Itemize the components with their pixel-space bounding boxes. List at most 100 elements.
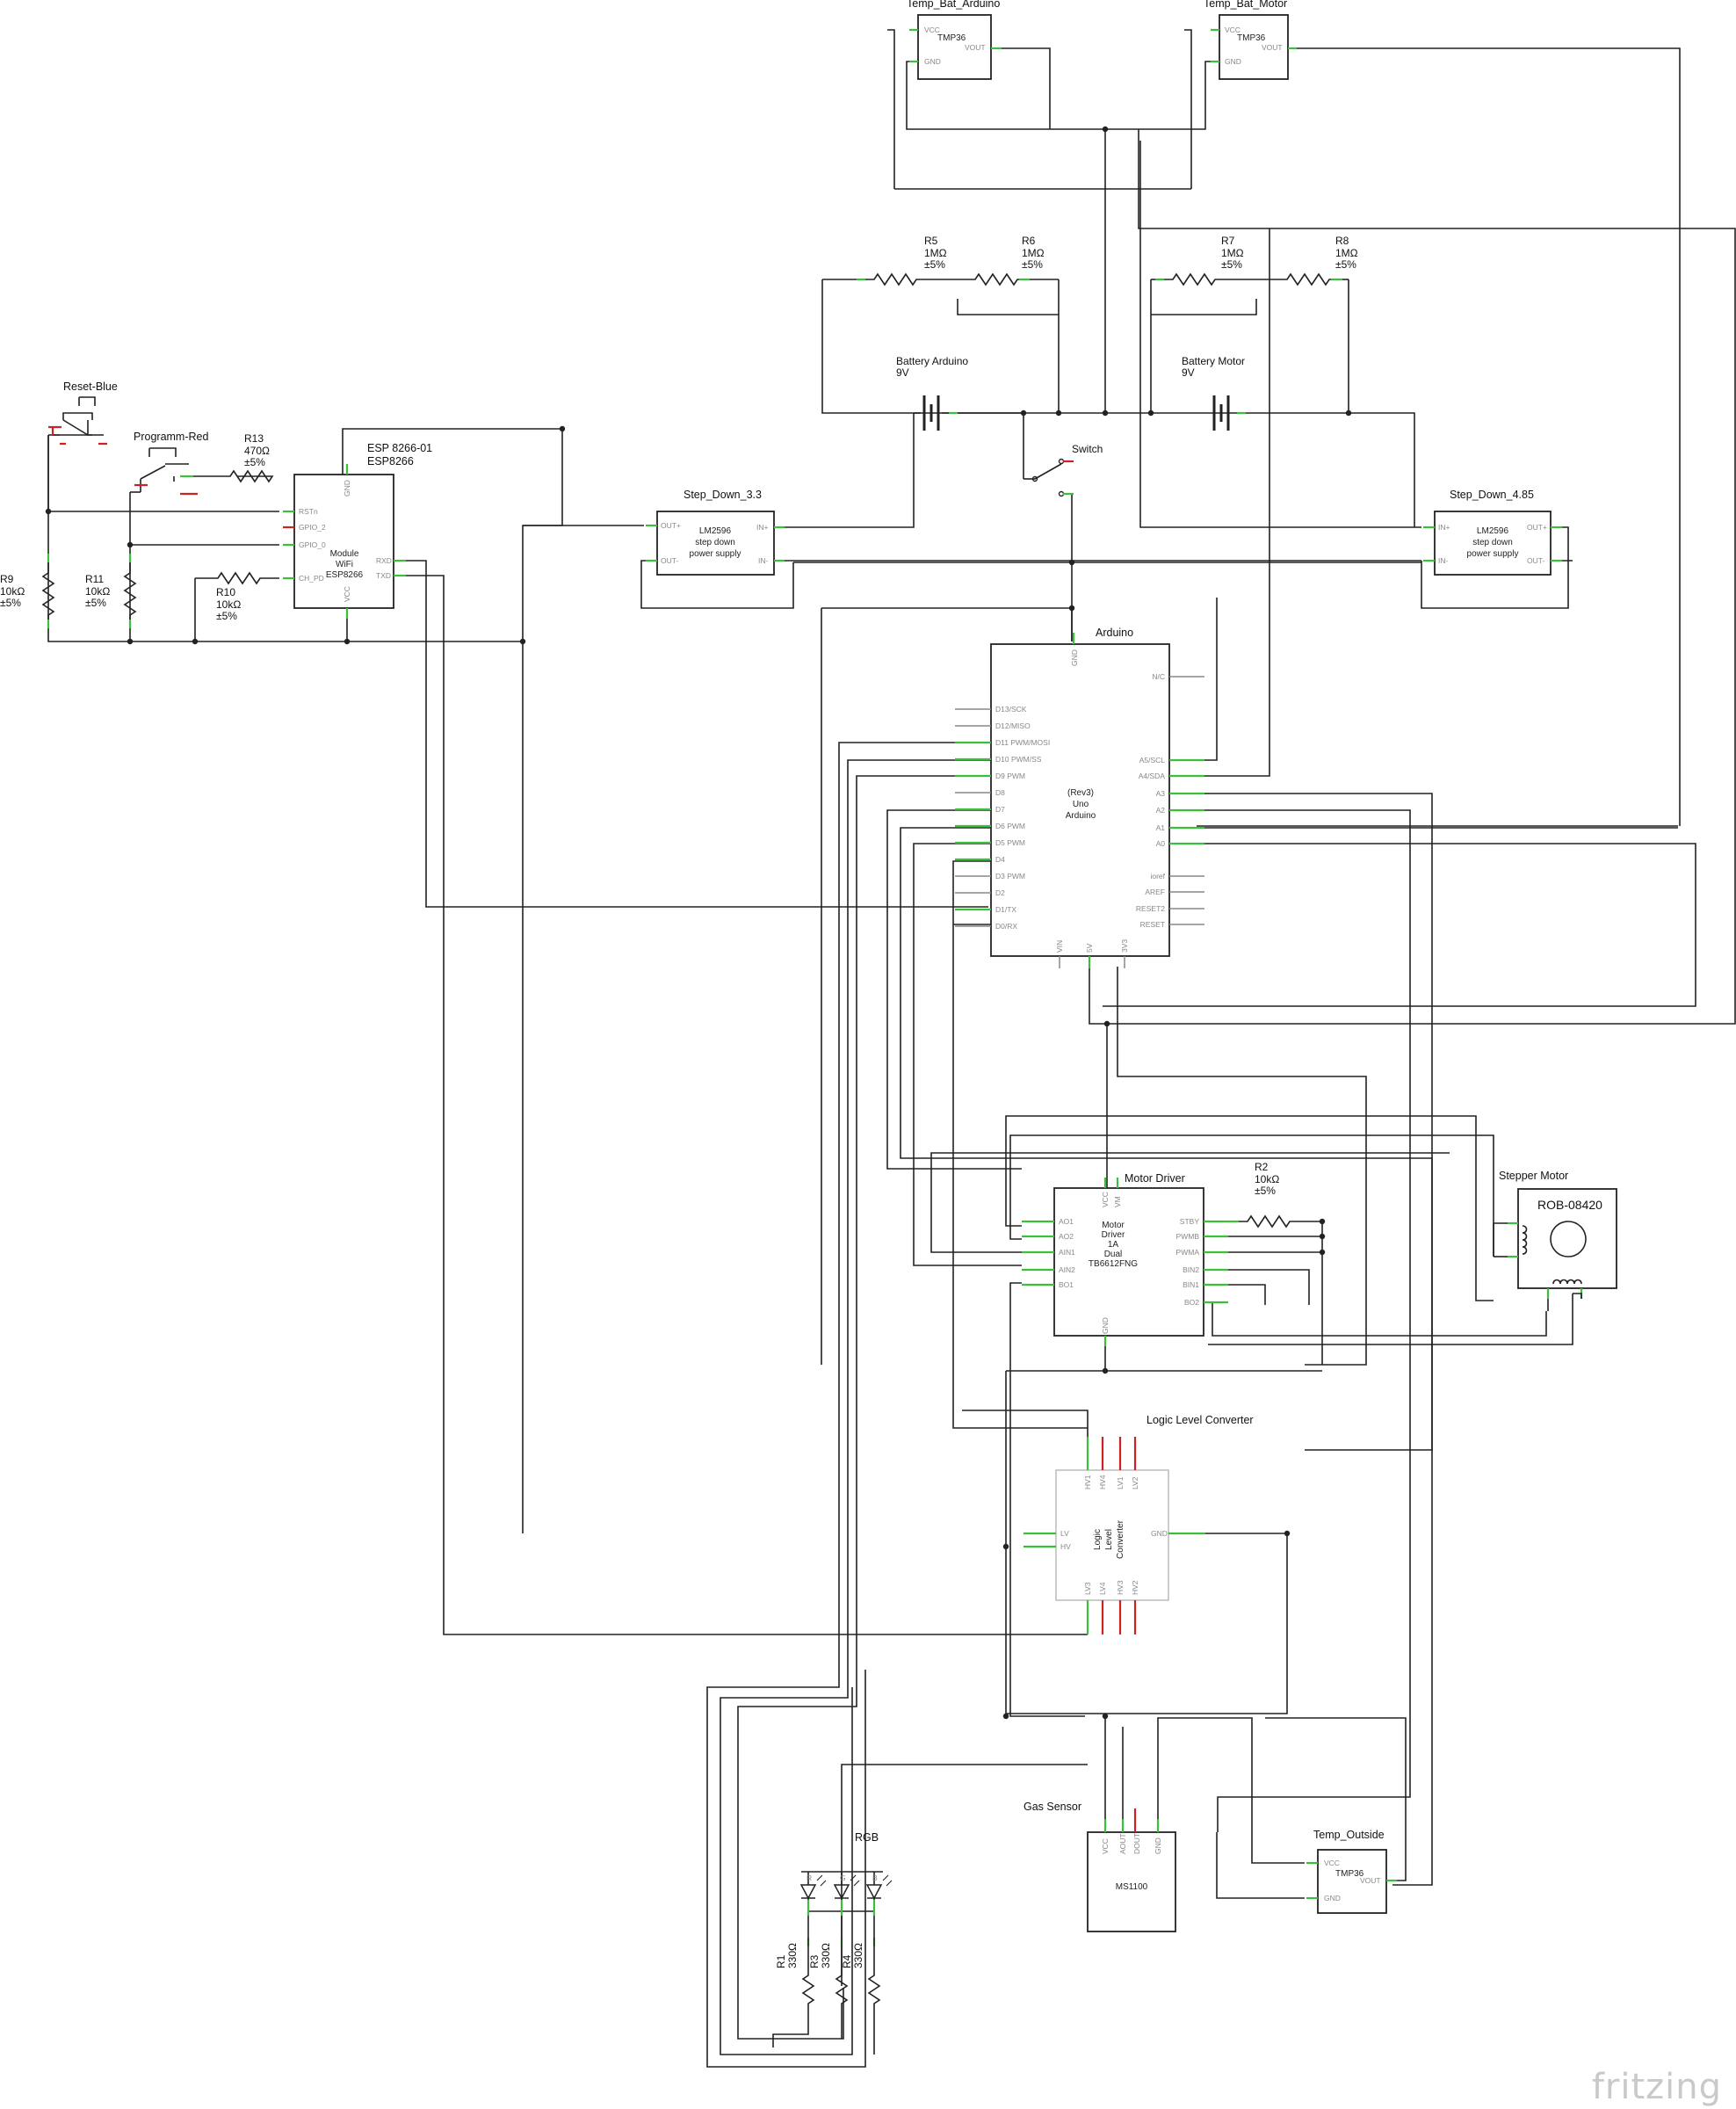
stepper-coil-a-icon [1522, 1225, 1528, 1255]
r4-value: 330Ω [852, 1943, 864, 1968]
r7-tolerance: ±5% [1221, 258, 1242, 271]
r1-value: 330Ω [786, 1943, 799, 1968]
step-down-4v85-out-plus: OUT+ [1527, 523, 1547, 532]
resistor-r7[interactable]: R7 1MΩ ±5% [1155, 235, 1244, 286]
arduino-pin-aref: AREF [1145, 888, 1165, 896]
arduino-pin-d13-sck: D13/SCK [995, 705, 1027, 714]
r8-name: R8 [1335, 235, 1349, 247]
esp-subtitle: ESP8266 [367, 455, 414, 467]
gas-pin-dout: DOUT [1132, 1833, 1141, 1854]
led-red-icon: R [799, 1872, 827, 1916]
battery-arduino[interactable]: Battery Arduino 9V [896, 355, 1024, 431]
r10-tolerance: ±5% [216, 610, 237, 622]
motor-driver-pin-bo1: BO1 [1059, 1280, 1074, 1289]
rgb-title: RGB [855, 1831, 879, 1844]
resistor-r11[interactable]: R11 10kΩ ±5% [85, 554, 137, 628]
arduino-pin-ioref: ioref [1150, 872, 1165, 881]
arduino-pin-vin: VIN [1055, 940, 1064, 953]
arduino-pin-d7: D7 [995, 805, 1005, 814]
step-down-4v85-in-plus: IN+ [1438, 523, 1450, 532]
temp-bat-motor-title: Temp_Bat_Motor [1204, 0, 1287, 10]
llc-pin-hv1: HV1 [1083, 1475, 1092, 1489]
led-red-label: R [807, 1873, 812, 1882]
esp-pin-vcc: VCC [343, 586, 351, 602]
temp-sensor-bat-arduino[interactable]: Temp_Bat_Arduino VCC GND VOUT TMP36 [907, 0, 1002, 80]
esp-inner-2: WiFi [336, 560, 353, 569]
step-down-3v3[interactable]: Step_Down_3.3 OUT+ OUT- IN+ IN- LM2596 s… [646, 489, 785, 576]
step-down-4v85-line3: power supply [1467, 549, 1519, 559]
wires [47, 29, 1736, 2068]
r9-name: R9 [0, 573, 14, 585]
resistor-r1[interactable]: R1 330Ω [775, 1938, 815, 2012]
r3-name: R3 [808, 1954, 821, 1968]
temp-bat-motor-vout: VOUT [1262, 43, 1283, 52]
resistor-r3[interactable]: R3 330Ω [808, 1938, 849, 2012]
step-down-4v85[interactable]: Step_Down_4.85 IN+ IN- OUT+ OUT- LM2596 … [1423, 489, 1562, 576]
step-down-4v85-line2: step down [1472, 538, 1513, 547]
gas-pin-aout: AOUT [1118, 1833, 1127, 1854]
resistor-r9[interactable]: R9 10kΩ ±5% [0, 554, 55, 628]
llc-bottom-pins: LV3 LV4 HV3 HV2 [1083, 1580, 1139, 1634]
rgb-led[interactable]: RGB R G B [799, 1831, 893, 1916]
step-down-3v3-line1: LM2596 [699, 526, 732, 536]
stepper-motor[interactable]: Stepper Motor ROB-08420 [1499, 1170, 1617, 1299]
resistor-r8[interactable]: R8 1MΩ ±5% [1278, 235, 1358, 286]
gas-sensor[interactable]: Gas Sensor VCC AOUT DOUT GND MS1100 [1024, 1801, 1176, 1932]
r13-value: 470Ω [244, 445, 270, 457]
led-green-label: G [840, 1873, 846, 1882]
llc-pin-hv: HV [1060, 1542, 1071, 1551]
step-down-4v85-title: Step_Down_4.85 [1450, 489, 1534, 501]
resistor-r2[interactable]: R2 10kΩ ±5% [1228, 1161, 1296, 1228]
temp-sensor-bat-motor[interactable]: Temp_Bat_Motor VCC GND VOUT TMP36 [1204, 0, 1297, 80]
battery-motor[interactable]: Battery Motor 9V [1182, 355, 1246, 431]
esp-pin-txd: TXD [376, 571, 391, 580]
llc-pin-hv2: HV2 [1131, 1580, 1139, 1595]
motor-driver-pin-ao1: AO1 [1059, 1217, 1074, 1226]
motor-driver-pin-gnd: GND [1101, 1317, 1110, 1334]
r10-name: R10 [216, 586, 235, 598]
arduino-pin-gnd: GND [1070, 649, 1079, 666]
arduino-pin-d2: D2 [995, 888, 1005, 897]
llc-pin-lv4: LV4 [1098, 1582, 1107, 1595]
motor-driver-pin-bo2: BO2 [1184, 1298, 1199, 1307]
r5-value: 1MΩ [924, 247, 947, 259]
arduino-pin-n-c: N/C [1152, 672, 1165, 681]
r6-tolerance: ±5% [1022, 258, 1043, 271]
esp8266-module[interactable]: ESP 8266-01 ESP8266 RSTn GPIO_2 GPIO_0 C… [283, 442, 432, 619]
esp-pin-gpio0: GPIO_0 [299, 540, 326, 549]
stepper-rotor-icon [1550, 1221, 1587, 1257]
llc-pin-lv3: LV3 [1083, 1582, 1092, 1595]
resistor-r13[interactable]: R13 470Ω ±5% [193, 432, 274, 483]
resistor-r10[interactable]: R10 10kΩ ±5% [211, 571, 264, 622]
r7-value: 1MΩ [1221, 247, 1244, 259]
program-button[interactable]: Programm-Red [134, 431, 208, 496]
r2-tolerance: ±5% [1255, 1185, 1276, 1197]
switch[interactable]: Switch [1024, 443, 1103, 497]
logic-level-converter[interactable]: Logic Level Converter HV1 HV4 LV1 LV2 LV… [1024, 1414, 1254, 1634]
arduino-title: Arduino [1096, 627, 1133, 639]
temp-bat-arduino-part: TMP36 [937, 33, 966, 43]
resistor-r5[interactable]: R5 1MΩ ±5% [857, 235, 947, 286]
program-button-title: Programm-Red [134, 431, 208, 443]
step-down-3v3-line2: step down [695, 538, 735, 547]
arduino-pin-reset: RESET [1140, 920, 1165, 929]
arduino-pin-d3-pwm: D3 PWM [995, 872, 1025, 881]
step-down-3v3-in-plus: IN+ [756, 523, 769, 532]
stepper-title: Stepper Motor [1499, 1170, 1568, 1182]
temp-sensor-outside[interactable]: Temp_Outside VCC GND VOUT TMP36 [1306, 1829, 1397, 1914]
r11-value: 10kΩ [85, 585, 110, 598]
reset-button[interactable]: Reset-Blue [48, 380, 118, 446]
motor-driver-inner-1: Motor [1102, 1221, 1125, 1230]
arduino-pin-d1-tx: D1/TX [995, 905, 1016, 914]
stepper-coil-b-icon [1552, 1279, 1582, 1285]
resistor-r6[interactable]: R6 1MΩ ±5% [966, 235, 1045, 286]
r11-tolerance: ±5% [85, 597, 106, 609]
llc-pin-lv1: LV1 [1116, 1476, 1125, 1489]
r1-name: R1 [775, 1954, 787, 1968]
led-green-icon: G [833, 1872, 860, 1916]
arduino-pin-d9-pwm: D9 PWM [995, 772, 1025, 780]
step-down-4v85-in-minus: IN- [1438, 556, 1449, 565]
